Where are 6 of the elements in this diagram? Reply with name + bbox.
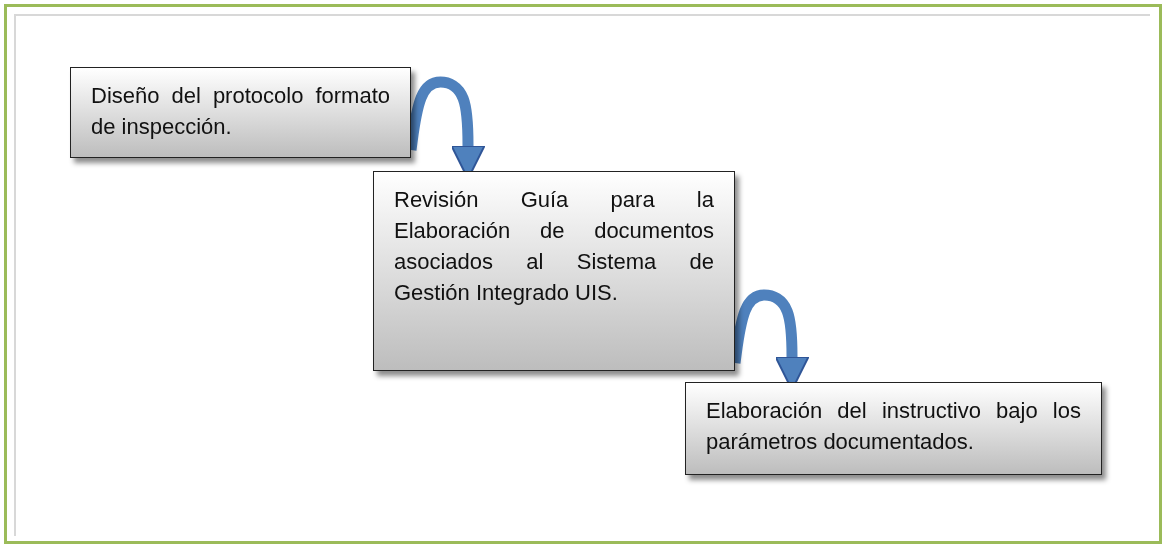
box-text: Elaboración del instructivo bajo los parámetros documentados. [706, 397, 1081, 456]
process-box [70, 67, 411, 158]
process-box [373, 171, 735, 371]
box-text: Revisión Guía para la Elaboración de documentos asociados al Sistema de Gestión Integrado UIS. [394, 186, 714, 307]
box-text: Diseño del protocolo formato de inspección. [91, 82, 390, 141]
process-box [685, 382, 1102, 475]
